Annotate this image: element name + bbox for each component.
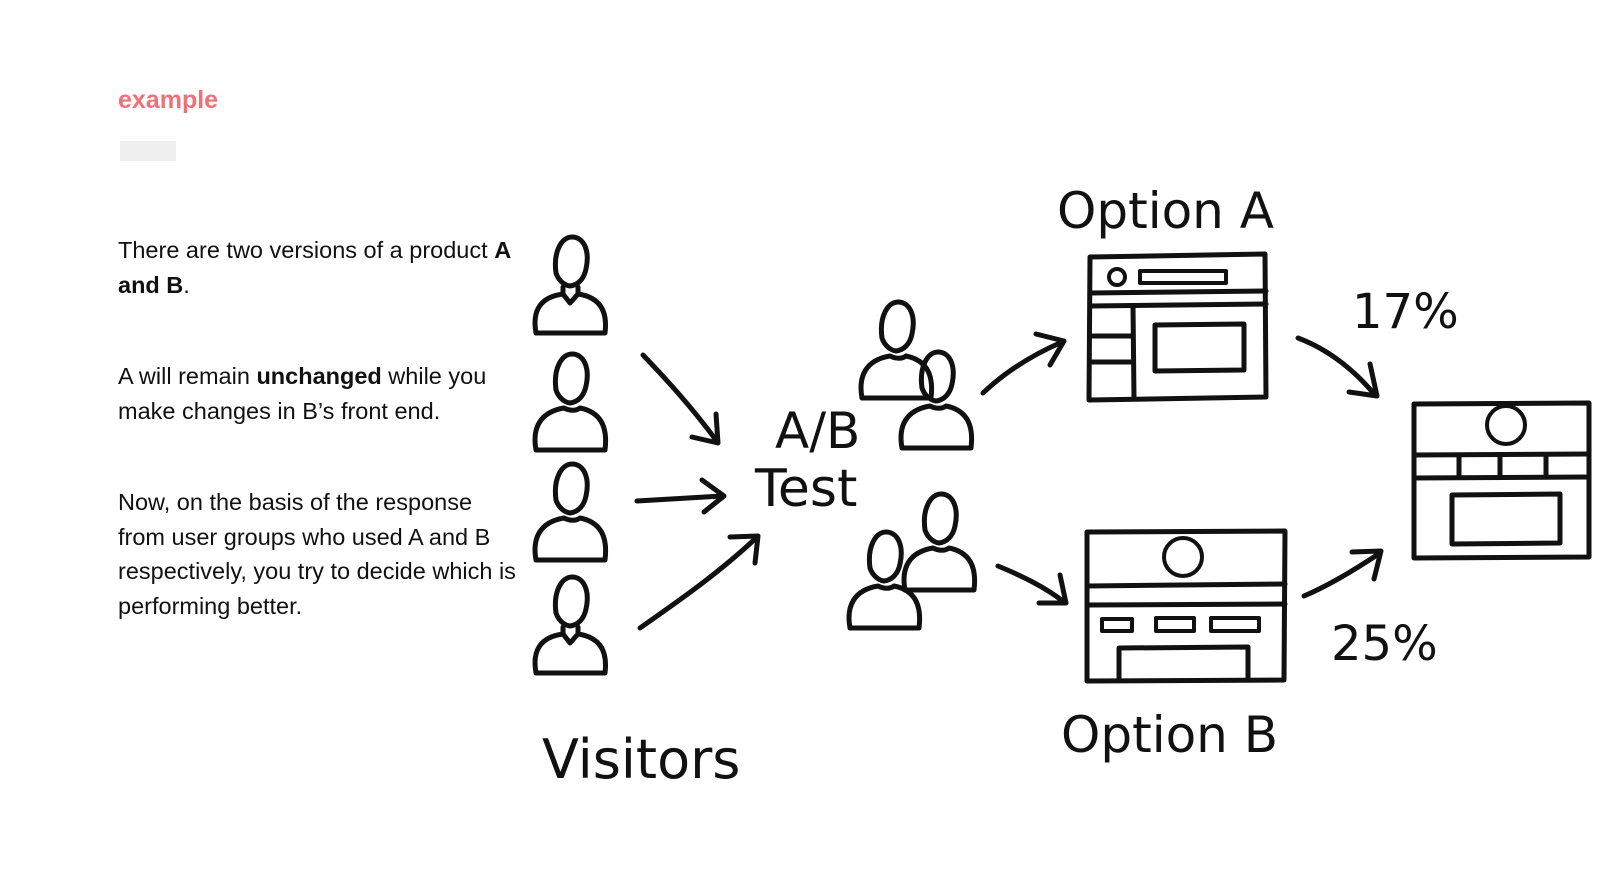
visitor-icon-3 (535, 464, 606, 560)
arrow-icon-to-b (995, 563, 1069, 606)
explanation-text: There are two versions of a product A an… (118, 233, 518, 623)
arrow-icon-in-3 (637, 533, 761, 631)
paragraph-2-text: A will remain (118, 363, 257, 389)
group-b-user-icon-2 (849, 532, 920, 628)
paragraph-2-bold: unchanged (256, 363, 382, 389)
paragraph-1-bold: A and B (118, 237, 511, 298)
test-label: Test (754, 459, 857, 519)
arrow-icon-to-a (980, 331, 1067, 396)
option-a-rate: 17% (1352, 284, 1459, 340)
option-b-rate: 25% (1331, 616, 1438, 672)
result-wireframe (1411, 400, 1592, 561)
group-b-user-icon-1 (904, 494, 975, 590)
option-a-wireframe (1086, 251, 1269, 403)
arrow-icon-in-2 (634, 477, 727, 515)
paragraph-1-text: There are two versions of a product (118, 237, 495, 263)
arrow-icon-b-to-result (1301, 548, 1384, 599)
option-a-label: Option A (1057, 182, 1274, 240)
paragraph-1: There are two versions of a product A an… (118, 233, 518, 302)
arrow-icon-a-to-result (1295, 335, 1380, 399)
paragraph-2-end: while you make changes in B’s front end. (118, 363, 487, 424)
visitors-label: Visitors (542, 728, 740, 791)
eyebrow-underline-bar (120, 141, 176, 161)
paragraph-3-text: Now, on the basis of the response from u… (118, 489, 516, 619)
visitor-icon-4 (535, 577, 606, 673)
paragraph-3: Now, on the basis of the response from u… (118, 485, 518, 623)
paragraph-2: A will remain unchanged while you make c… (118, 359, 518, 428)
arrow-icon-in-1 (640, 352, 721, 446)
option-b-label: Option B (1061, 706, 1278, 764)
visitor-icon-2 (535, 354, 606, 450)
paragraph-1-end: . (183, 271, 190, 298)
ab-label: A/B (775, 402, 860, 460)
visitor-icon-1 (535, 237, 606, 333)
section-eyebrow: example (118, 86, 219, 114)
option-b-wireframe (1084, 528, 1288, 684)
